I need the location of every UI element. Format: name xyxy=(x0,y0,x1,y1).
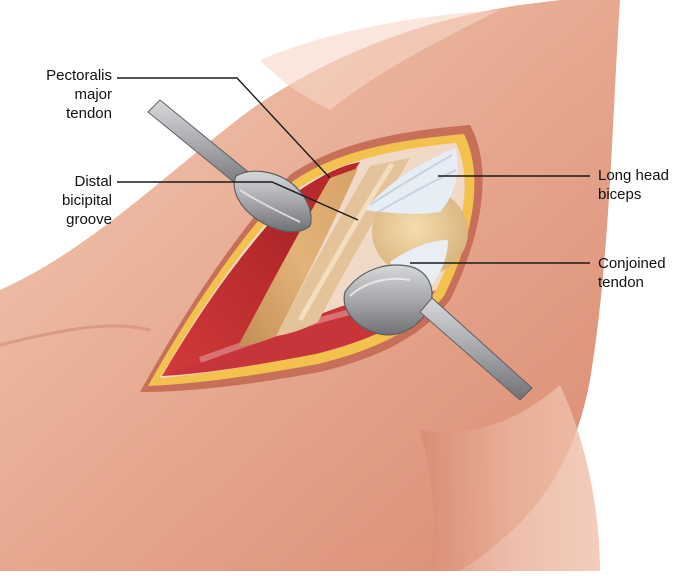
label-line: Long head xyxy=(598,167,669,184)
skin-highlight xyxy=(260,10,500,110)
label-line: bicipital xyxy=(61,192,112,209)
label-line: Conjoined xyxy=(598,255,666,272)
distal-groove-leader-line xyxy=(117,181,359,221)
arm-crease xyxy=(0,324,151,347)
label-pectoralis-major-tendon: Pectoralis major tendon xyxy=(14,66,112,123)
label-line: Distal xyxy=(74,173,112,190)
forearm-skin xyxy=(420,385,600,571)
label-long-head-biceps: Long head biceps xyxy=(598,166,682,204)
upper-retractor-blade xyxy=(233,170,312,233)
lower-retractor-handle xyxy=(419,297,533,401)
label-line: biceps xyxy=(598,186,642,203)
label-line: major xyxy=(74,86,112,103)
groove-sheen xyxy=(297,162,395,322)
pectoralis-tendon xyxy=(238,168,358,346)
label-line: tendon xyxy=(598,274,644,291)
label-line: groove xyxy=(66,211,112,228)
lower-retractor-edge xyxy=(349,277,411,297)
pectoralis-leader-line xyxy=(117,77,331,179)
label-line: tendon xyxy=(66,105,112,122)
tendon-lines xyxy=(369,154,457,213)
label-conjoined-tendon: Conjoined tendon xyxy=(598,254,682,292)
label-distal-bicipital-groove: Distal bicipital groove xyxy=(14,172,112,229)
upper-retractor-edge xyxy=(239,189,301,223)
label-line: Pectoralis xyxy=(46,67,112,84)
